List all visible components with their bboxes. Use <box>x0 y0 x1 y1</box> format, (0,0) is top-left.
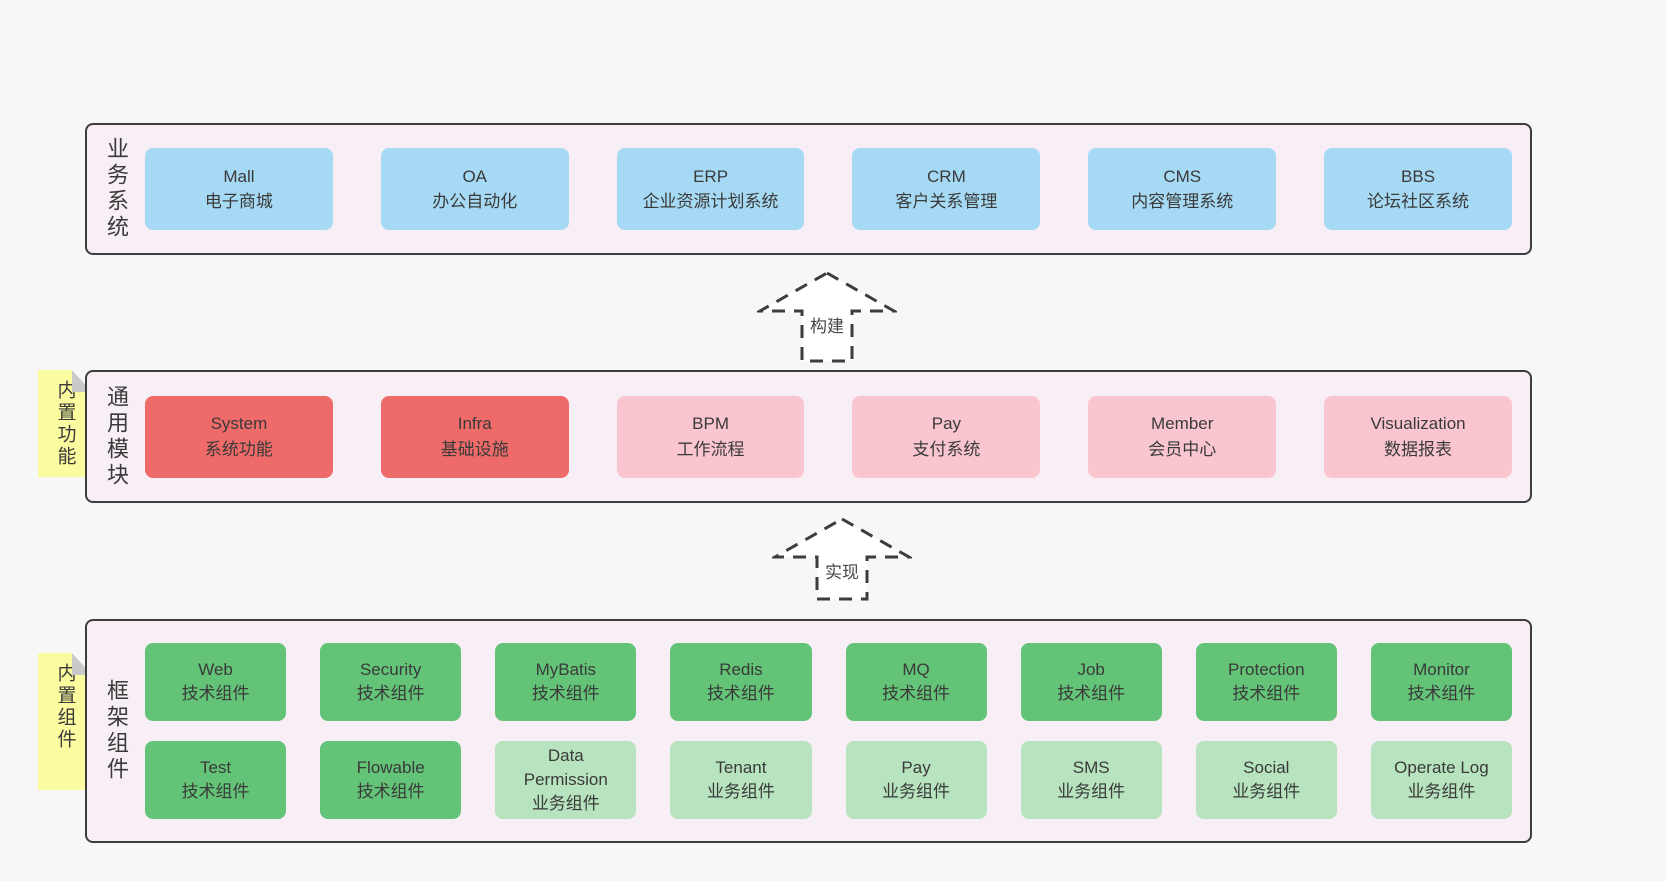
box-operate-log: Operate Log 业务组件 <box>1370 741 1512 819</box>
box-mq: MQ 技术组件 <box>845 643 987 721</box>
layer-label-modules: 通用模块 <box>104 384 129 489</box>
box-monitor: Monitor 技术组件 <box>1370 643 1512 721</box>
box-security: Security 技术组件 <box>320 643 462 721</box>
box-system: System 系统功能 <box>145 395 333 478</box>
layer-label-components: 框架组件 <box>104 679 129 783</box>
layer-common-modules: 通用模块 System 系统功能 Infra 基础设施 BPM 工作流程 Pay… <box>85 370 1532 503</box>
sticky-note-label: 内置组件 <box>54 663 76 751</box>
box-mybatis: MyBatis 技术组件 <box>495 643 637 721</box>
box-tenant: Tenant 业务组件 <box>670 741 812 819</box>
box-mall: Mall 电子商城 <box>145 148 333 230</box>
box-protection: Protection 技术组件 <box>1195 643 1337 721</box>
box-cms: CMS 内容管理系统 <box>1088 148 1277 230</box>
implement-arrow-label: 实现 <box>825 563 859 582</box>
box-data-permission: Data Permission 业务组件 <box>495 741 637 819</box>
box-social: Social 业务组件 <box>1195 741 1337 819</box>
box-flowable: Flowable 技术组件 <box>320 741 462 819</box>
implement-arrow: 实现 <box>772 516 912 602</box>
box-oa: OA 办公自动化 <box>380 148 569 230</box>
box-redis: Redis 技术组件 <box>670 643 812 721</box>
module-boxes: System 系统功能 Infra 基础设施 BPM 工作流程 Pay 支付系统… <box>145 395 1512 478</box>
box-job: Job 技术组件 <box>1020 643 1162 721</box>
build-arrow-label: 构建 <box>810 317 844 336</box>
box-bpm: BPM 工作流程 <box>616 395 805 478</box>
component-row-2: Test 技术组件 Flowable 技术组件 Data Permission … <box>145 741 1512 819</box>
sticky-note-built-in-features: 内置功能 <box>38 370 92 477</box>
box-crm: CRM 客户关系管理 <box>852 148 1041 230</box>
layer-framework-components: 框架组件 Web 技术组件 Security 技术组件 MyBatis 技术组件… <box>85 619 1532 843</box>
box-infra: Infra 基础设施 <box>380 395 569 478</box>
build-arrow: 构建 <box>757 270 897 364</box>
box-web: Web 技术组件 <box>145 643 287 721</box>
box-bbs: BBS 论坛社区系统 <box>1324 148 1512 230</box>
layer-business-systems: 业务系统 Mall 电子商城 OA 办公自动化 ERP 企业资源计划系统 CRM… <box>85 123 1532 255</box>
sticky-note-label: 内置功能 <box>54 380 76 468</box>
component-row-1: Web 技术组件 Security 技术组件 MyBatis 技术组件 Redi… <box>145 643 1512 721</box>
business-boxes: Mall 电子商城 OA 办公自动化 ERP 企业资源计划系统 CRM 客户关系… <box>145 148 1512 230</box>
box-visualization: Visualization 数据报表 <box>1324 395 1512 478</box>
box-erp: ERP 企业资源计划系统 <box>616 148 805 230</box>
box-pay-component: Pay 业务组件 <box>845 741 987 819</box>
box-sms: SMS 业务组件 <box>1020 741 1162 819</box>
layer-label-business: 业务系统 <box>104 137 129 241</box>
component-rows: Web 技术组件 Security 技术组件 MyBatis 技术组件 Redi… <box>145 643 1512 819</box>
box-pay-system: Pay 支付系统 <box>852 395 1041 478</box>
box-member: Member 会员中心 <box>1088 395 1277 478</box>
box-test: Test 技术组件 <box>145 741 287 819</box>
sticky-note-built-in-components: 内置组件 <box>38 653 92 790</box>
